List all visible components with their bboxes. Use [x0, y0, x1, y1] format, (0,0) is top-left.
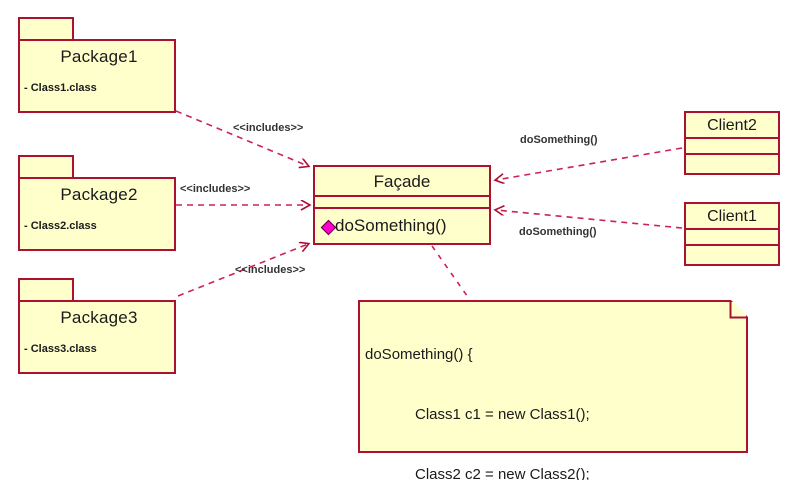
package-body: Package2 - Class2.class: [18, 177, 176, 251]
edge-facade-note: [431, 245, 471, 301]
class-attributes-compartment: [686, 139, 778, 155]
class-operations-compartment: [686, 155, 778, 171]
class-operations-compartment: doSomething(): [315, 209, 489, 243]
edge-label-includes-package1: <<includes>>: [233, 122, 304, 134]
package-title: Package2: [60, 185, 138, 204]
class-operations-compartment: [686, 246, 778, 262]
package-member: - Class2.class: [24, 220, 97, 232]
package-body: Package3 - Class3.class: [18, 300, 176, 374]
class-node-client1[interactable]: Client1: [684, 202, 780, 266]
package-node-package1[interactable]: Package1 - Class1.class: [18, 17, 176, 113]
edge-client2-facade: [496, 147, 683, 180]
class-attributes-compartment: [315, 197, 489, 209]
edge-package1-facade: [175, 110, 308, 166]
package-tab: [18, 155, 74, 178]
class-name-client2: Client2: [686, 113, 778, 139]
edge-label-includes-package3: <<includes>>: [235, 264, 306, 276]
note-line: Class2 c2 = new Class2();: [365, 466, 590, 480]
package-member: - Class1.class: [24, 82, 97, 94]
class-node-client2[interactable]: Client2: [684, 111, 780, 175]
note-folded-corner-icon: [729, 301, 747, 319]
note-background: [358, 300, 748, 453]
package-title: Package3: [60, 308, 138, 327]
package-node-package3[interactable]: Package3 - Class3.class: [18, 278, 176, 374]
package-member: - Class3.class: [24, 343, 97, 355]
edge-label-client1-dosomething: doSomething(): [519, 226, 597, 238]
edge-label-includes-package2: <<includes>>: [180, 183, 251, 195]
class-attributes-compartment: [686, 230, 778, 246]
class-name-facade: Façade: [315, 167, 489, 197]
package-node-package2[interactable]: Package2 - Class2.class: [18, 155, 176, 251]
package-tab: [18, 17, 74, 40]
edge-label-client2-dosomething: doSomething(): [520, 134, 598, 146]
note-line: doSomething() {: [365, 346, 473, 363]
note-line: Class1 c1 = new Class1();: [365, 406, 590, 423]
class-node-facade[interactable]: Façade doSomething(): [313, 165, 491, 245]
note-text: doSomething() { Class1 c1 = new Class1()…: [365, 305, 741, 480]
note-node-dosomething-body[interactable]: doSomething() { Class1 c1 = new Class1()…: [358, 300, 748, 480]
operation-label: doSomething(): [335, 216, 447, 235]
package-title: Package1: [60, 47, 138, 66]
class-name-client1: Client1: [686, 204, 778, 230]
package-body: Package1 - Class1.class: [18, 39, 176, 113]
package-tab: [18, 278, 74, 301]
public-visibility-icon: [320, 219, 337, 236]
